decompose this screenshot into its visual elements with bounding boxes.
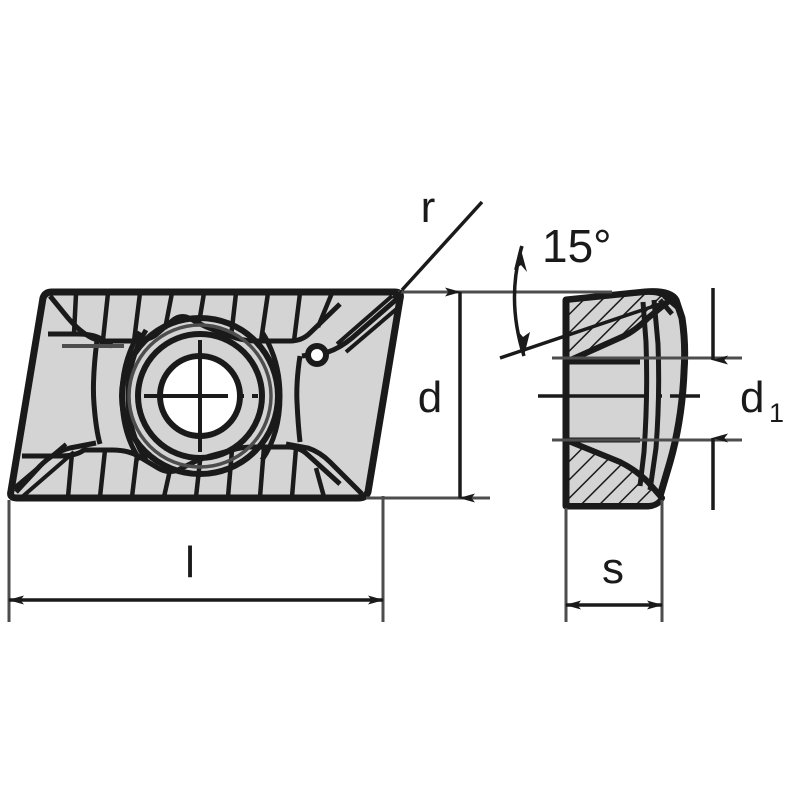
dimension-length-l: l <box>7 496 385 622</box>
serration-band-bottom <box>22 444 342 498</box>
dimple-marker-icon <box>305 343 329 367</box>
dim-label-d1-subscript: 1 <box>769 398 784 428</box>
leader-line-r <box>388 200 484 305</box>
dimension-angle-15: 15° <box>486 220 673 360</box>
dimension-width-d: d <box>366 287 490 503</box>
angle-arrow-top <box>514 246 527 272</box>
angle-ref-line-inclined <box>499 298 673 360</box>
dim-label-l: l <box>185 538 195 587</box>
dim-label-s: s <box>602 544 624 593</box>
corner-chamfer-lines-left <box>12 442 76 498</box>
angle-arrow-bottom <box>517 330 530 356</box>
dimension-bore-d1: d 1 <box>552 288 784 510</box>
top-view <box>7 288 404 502</box>
dimension-thickness-s: s <box>564 500 664 622</box>
bore-countersink-ring <box>135 331 265 461</box>
corner-chamfer-lines <box>335 294 400 354</box>
dim-label-d: d <box>418 373 442 422</box>
bore-boss-inner-ring <box>127 323 273 469</box>
dim-label-r: r <box>421 183 436 232</box>
dimension-radius-r: r <box>388 183 484 305</box>
dim-label-d1: d <box>740 373 764 422</box>
section-hatch-lower <box>563 437 665 509</box>
bore-boss-outer-ring <box>119 315 281 477</box>
bore-centerlines <box>144 340 258 452</box>
dim-label-angle: 15° <box>542 220 612 272</box>
side-view <box>538 288 700 510</box>
